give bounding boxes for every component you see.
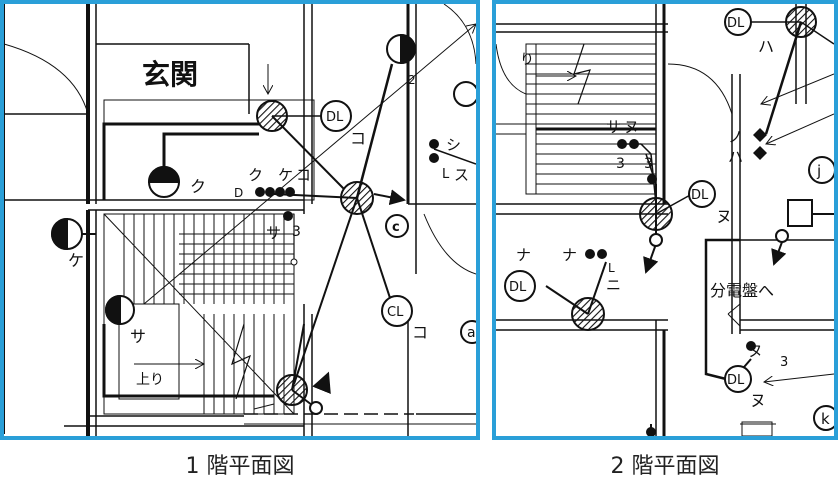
ceiling-light-icon <box>381 295 413 327</box>
staircase <box>103 99 315 415</box>
outlet-a-label: a <box>467 325 476 341</box>
outlet-a-icon <box>460 320 476 344</box>
cl-circuit-label: コ <box>412 323 428 342</box>
dl-label: DL <box>326 110 344 125</box>
switch-label-3b: 3 <box>644 156 653 172</box>
motion-sensor-icon <box>309 401 323 415</box>
room-label-entrance: 玄関 <box>142 58 198 91</box>
switch-label-3way: 3 <box>292 224 301 240</box>
wiring <box>80 24 476 410</box>
switch-label-l: L <box>442 167 450 182</box>
dl-circuit-label-nu: ヌ <box>716 207 732 226</box>
switch-label-ni: ニ <box>606 276 621 294</box>
stair-direction-label: り <box>520 52 534 68</box>
switch-label-nu: ヌ <box>624 118 639 136</box>
cl-label: CL <box>387 305 404 320</box>
ceiling-outlet-icon <box>571 297 605 331</box>
fixtures <box>504 6 834 431</box>
outlet-c-label: c <box>392 220 400 235</box>
outlet-k-icon <box>813 405 834 431</box>
dl-circuit-label-ha: ハ <box>758 37 774 56</box>
outlet-k-label: k <box>821 410 830 428</box>
switch-label-d: D <box>234 186 243 200</box>
doors <box>496 43 733 115</box>
panelboard-label: 分電盤へ <box>710 281 774 300</box>
entrance-door <box>4 4 476 275</box>
downlight-icon <box>320 100 352 132</box>
motion-sensor-icon <box>775 229 789 243</box>
outlet-j-icon <box>808 156 834 184</box>
switch-label-no: ノ <box>728 128 743 146</box>
bracket-number-label: 2 <box>408 73 416 87</box>
switch-label-na1: ナ <box>516 246 531 264</box>
dl-circuit-label-nu2: ヌ <box>750 391 766 410</box>
floor-plan-2f: り DL ハ DL ヌ DL DL ヌ サ ヌ 3 3 ナ ナ L ニ ノ ハ … <box>492 0 838 440</box>
ceiling-outlet-icon <box>340 181 374 215</box>
switch-label-ku: ク <box>248 166 263 184</box>
ceiling-outlet-icon <box>276 374 308 406</box>
switch-label-ke: ケ <box>278 166 293 184</box>
outlet-icon <box>453 81 476 107</box>
switch-label-nu3: ヌ <box>748 342 763 360</box>
outlet-c-icon <box>385 214 409 238</box>
caption-2f: 2 階平面図 <box>610 454 720 479</box>
junction-box-icon <box>787 199 813 227</box>
downlight-icon <box>504 270 536 302</box>
dl-circuit-label: コ <box>350 129 366 148</box>
switches <box>585 128 767 436</box>
dl-label-na: DL <box>509 280 527 295</box>
switch-label-na2: ナ <box>562 246 577 264</box>
dl-label-nu2: DL <box>727 373 745 388</box>
downlight-icon <box>688 180 716 208</box>
switch-label-shi: シ <box>446 136 461 154</box>
ceiling-outlet-icon <box>785 6 817 38</box>
bracket-circuit-label-sa: サ <box>130 327 146 346</box>
floor-plan-1f: 玄関 上り DL コ CL コ ク ケ サ ク ケ コ D サ 3 シ L ス … <box>0 0 480 440</box>
floor-plan-1f-drawing: 玄関 上り DL コ CL コ ク ケ サ ク ケ コ D サ 3 シ L ス … <box>4 4 476 436</box>
switch-label-sa: サ <box>266 224 281 242</box>
ceiling-outlet-icon <box>256 100 288 132</box>
switch-label-3a: 3 <box>616 156 625 172</box>
caption-1f: 1 階平面図 <box>185 454 295 479</box>
switch-label-sa: サ <box>606 118 621 136</box>
dl-label-nu: DL <box>691 188 709 203</box>
switches <box>255 139 439 221</box>
fixtures <box>51 33 476 415</box>
downlight-icon <box>724 8 752 36</box>
motion-sensor-icon <box>649 233 663 247</box>
floor-plan-2f-drawing: り DL ハ DL ヌ DL DL ヌ サ ヌ 3 3 ナ ナ L ニ ノ ハ … <box>496 4 834 436</box>
bracket-circuit-label-ke: ケ <box>68 251 84 270</box>
staircase <box>496 43 657 195</box>
outlet-j-label: j <box>816 162 821 180</box>
switch-label-su: ス <box>454 166 469 184</box>
downlight-icon <box>724 365 752 393</box>
switch-label-ha: ハ <box>728 148 743 166</box>
dl-label-top: DL <box>727 16 745 31</box>
switch-label-ko: コ <box>296 166 311 184</box>
stair-direction-label: 上り <box>136 372 164 388</box>
switch-label-3c: 3 <box>780 355 788 370</box>
pendant-circuit-label: ク <box>190 177 206 196</box>
ceiling-outlet-icon <box>639 197 673 231</box>
switch-label-l: L <box>608 261 615 275</box>
